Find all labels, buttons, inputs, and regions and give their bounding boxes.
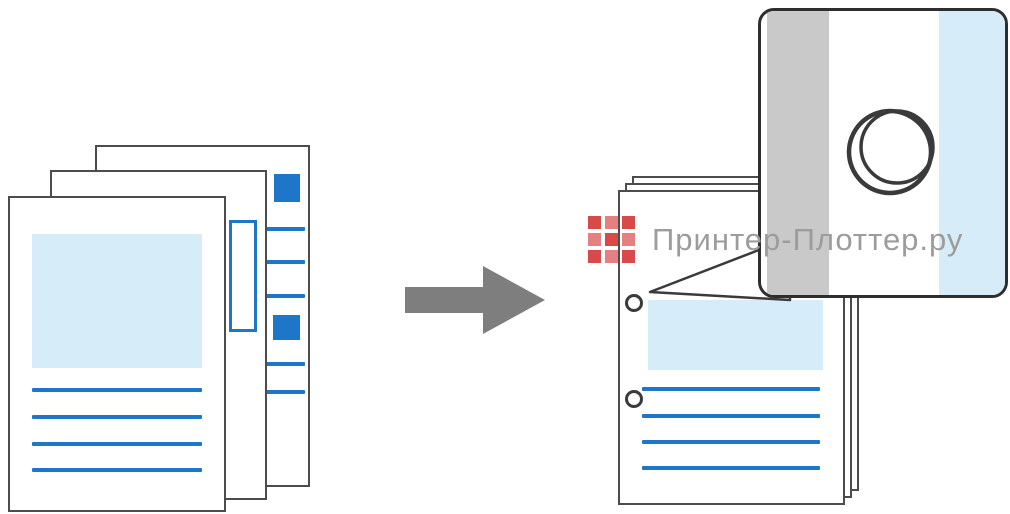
right-arrow-icon: [405, 266, 545, 334]
page-image-placeholder: [32, 234, 202, 368]
watermark-logo-square: [588, 216, 601, 229]
page-image-block: [273, 315, 300, 340]
page-outlined-figure: [229, 220, 257, 332]
closeup-punch-hole-icon: [846, 108, 935, 196]
page-text-line: [32, 415, 202, 419]
hole-closeup-panel: [758, 8, 1008, 298]
watermark-text: Принтер-Плоттер.ру: [652, 222, 964, 257]
watermark-logo-square: [622, 250, 635, 263]
page-text-line: [642, 440, 820, 444]
punch-hole-top: [625, 294, 643, 312]
left-stack-front-page: [8, 196, 226, 512]
watermark-logo-square: [622, 216, 635, 229]
watermark-logo-grid: [588, 216, 635, 263]
page-text-line: [642, 466, 820, 470]
page-text-line: [32, 468, 202, 472]
watermark: Принтер-Плоттер.ру: [588, 216, 963, 263]
closeup-image-band: [939, 11, 1005, 295]
watermark-logo-square: [588, 250, 601, 263]
watermark-logo-square: [588, 233, 601, 246]
punch-hole-bottom: [625, 390, 643, 408]
page-text-line: [32, 442, 202, 446]
watermark-logo-square: [622, 233, 635, 246]
page-text-line: [642, 387, 820, 391]
page-text-line: [32, 388, 202, 392]
page-image-placeholder: [648, 300, 823, 370]
page-image-block: [274, 174, 300, 202]
page-text-line: [642, 414, 820, 418]
watermark-logo-square: [605, 250, 618, 263]
watermark-logo-square: [605, 216, 618, 229]
watermark-logo-square: [605, 233, 618, 246]
closeup-page-edge-band: [767, 11, 829, 295]
